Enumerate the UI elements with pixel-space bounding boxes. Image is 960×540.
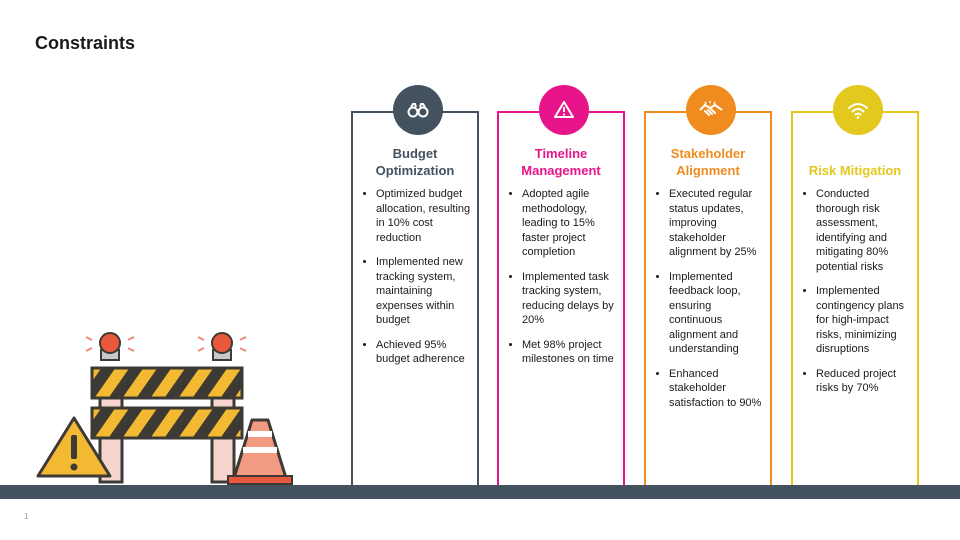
bullet-list: Optimized budget allocation, resulting i… (361, 187, 473, 377)
bullet-list: Conducted thorough risk assessment, iden… (801, 187, 913, 406)
wifi-icon (848, 103, 868, 119)
handshake-icon (699, 101, 723, 116)
card-risk-mitigation: Risk Mitigation Conducted thorough risk … (791, 111, 919, 485)
list-item: Implemented contingency plans for high-i… (816, 284, 913, 357)
card-title: Risk Mitigation (808, 163, 902, 178)
list-item: Conducted thorough risk assessment, iden… (816, 187, 913, 274)
card-title: Timeline Management (521, 146, 601, 178)
warning-icon (554, 101, 574, 118)
bullet-list: Executed regular status updates, improvi… (654, 187, 766, 420)
list-item: Implemented feedback loop, ensuring cont… (669, 270, 766, 357)
list-item: Enhanced stakeholder satisfaction to 90% (669, 367, 766, 411)
list-item: Reduced project risks by 70% (816, 367, 913, 396)
list-item: Implemented new tracking system, maintai… (376, 255, 473, 328)
binoculars-icon (407, 103, 429, 118)
list-item: Executed regular status updates, improvi… (669, 187, 766, 260)
construction-barrier-illustration (36, 332, 293, 485)
list-item: Implemented task tracking system, reduci… (522, 270, 619, 328)
timeline-icon-badge (539, 85, 589, 135)
card-budget-optimization: Budget Optimization Optimized budget all… (351, 111, 479, 485)
page-title: Constraints (35, 33, 136, 53)
card-stakeholder-alignment: Stakeholder Alignment Executed regular s… (644, 111, 772, 485)
list-item: Optimized budget allocation, resulting i… (376, 187, 473, 245)
stakeholder-icon-badge (686, 85, 736, 135)
list-item: Achieved 95% budget adherence (376, 338, 473, 367)
card-title: Budget Optimization (375, 146, 455, 178)
slide-number: 1 (24, 512, 29, 521)
budget-icon-badge (393, 85, 443, 135)
floor-bar (0, 485, 960, 499)
list-item: Met 98% project milestones on time (522, 338, 619, 367)
card-title: Stakeholder Alignment (670, 146, 746, 178)
list-item: Adopted agile methodology, leading to 15… (522, 187, 619, 260)
card-timeline-management: Timeline Management Adopted agile method… (497, 111, 625, 485)
bullet-list: Adopted agile methodology, leading to 15… (507, 187, 619, 377)
risk-icon-badge (833, 85, 883, 135)
